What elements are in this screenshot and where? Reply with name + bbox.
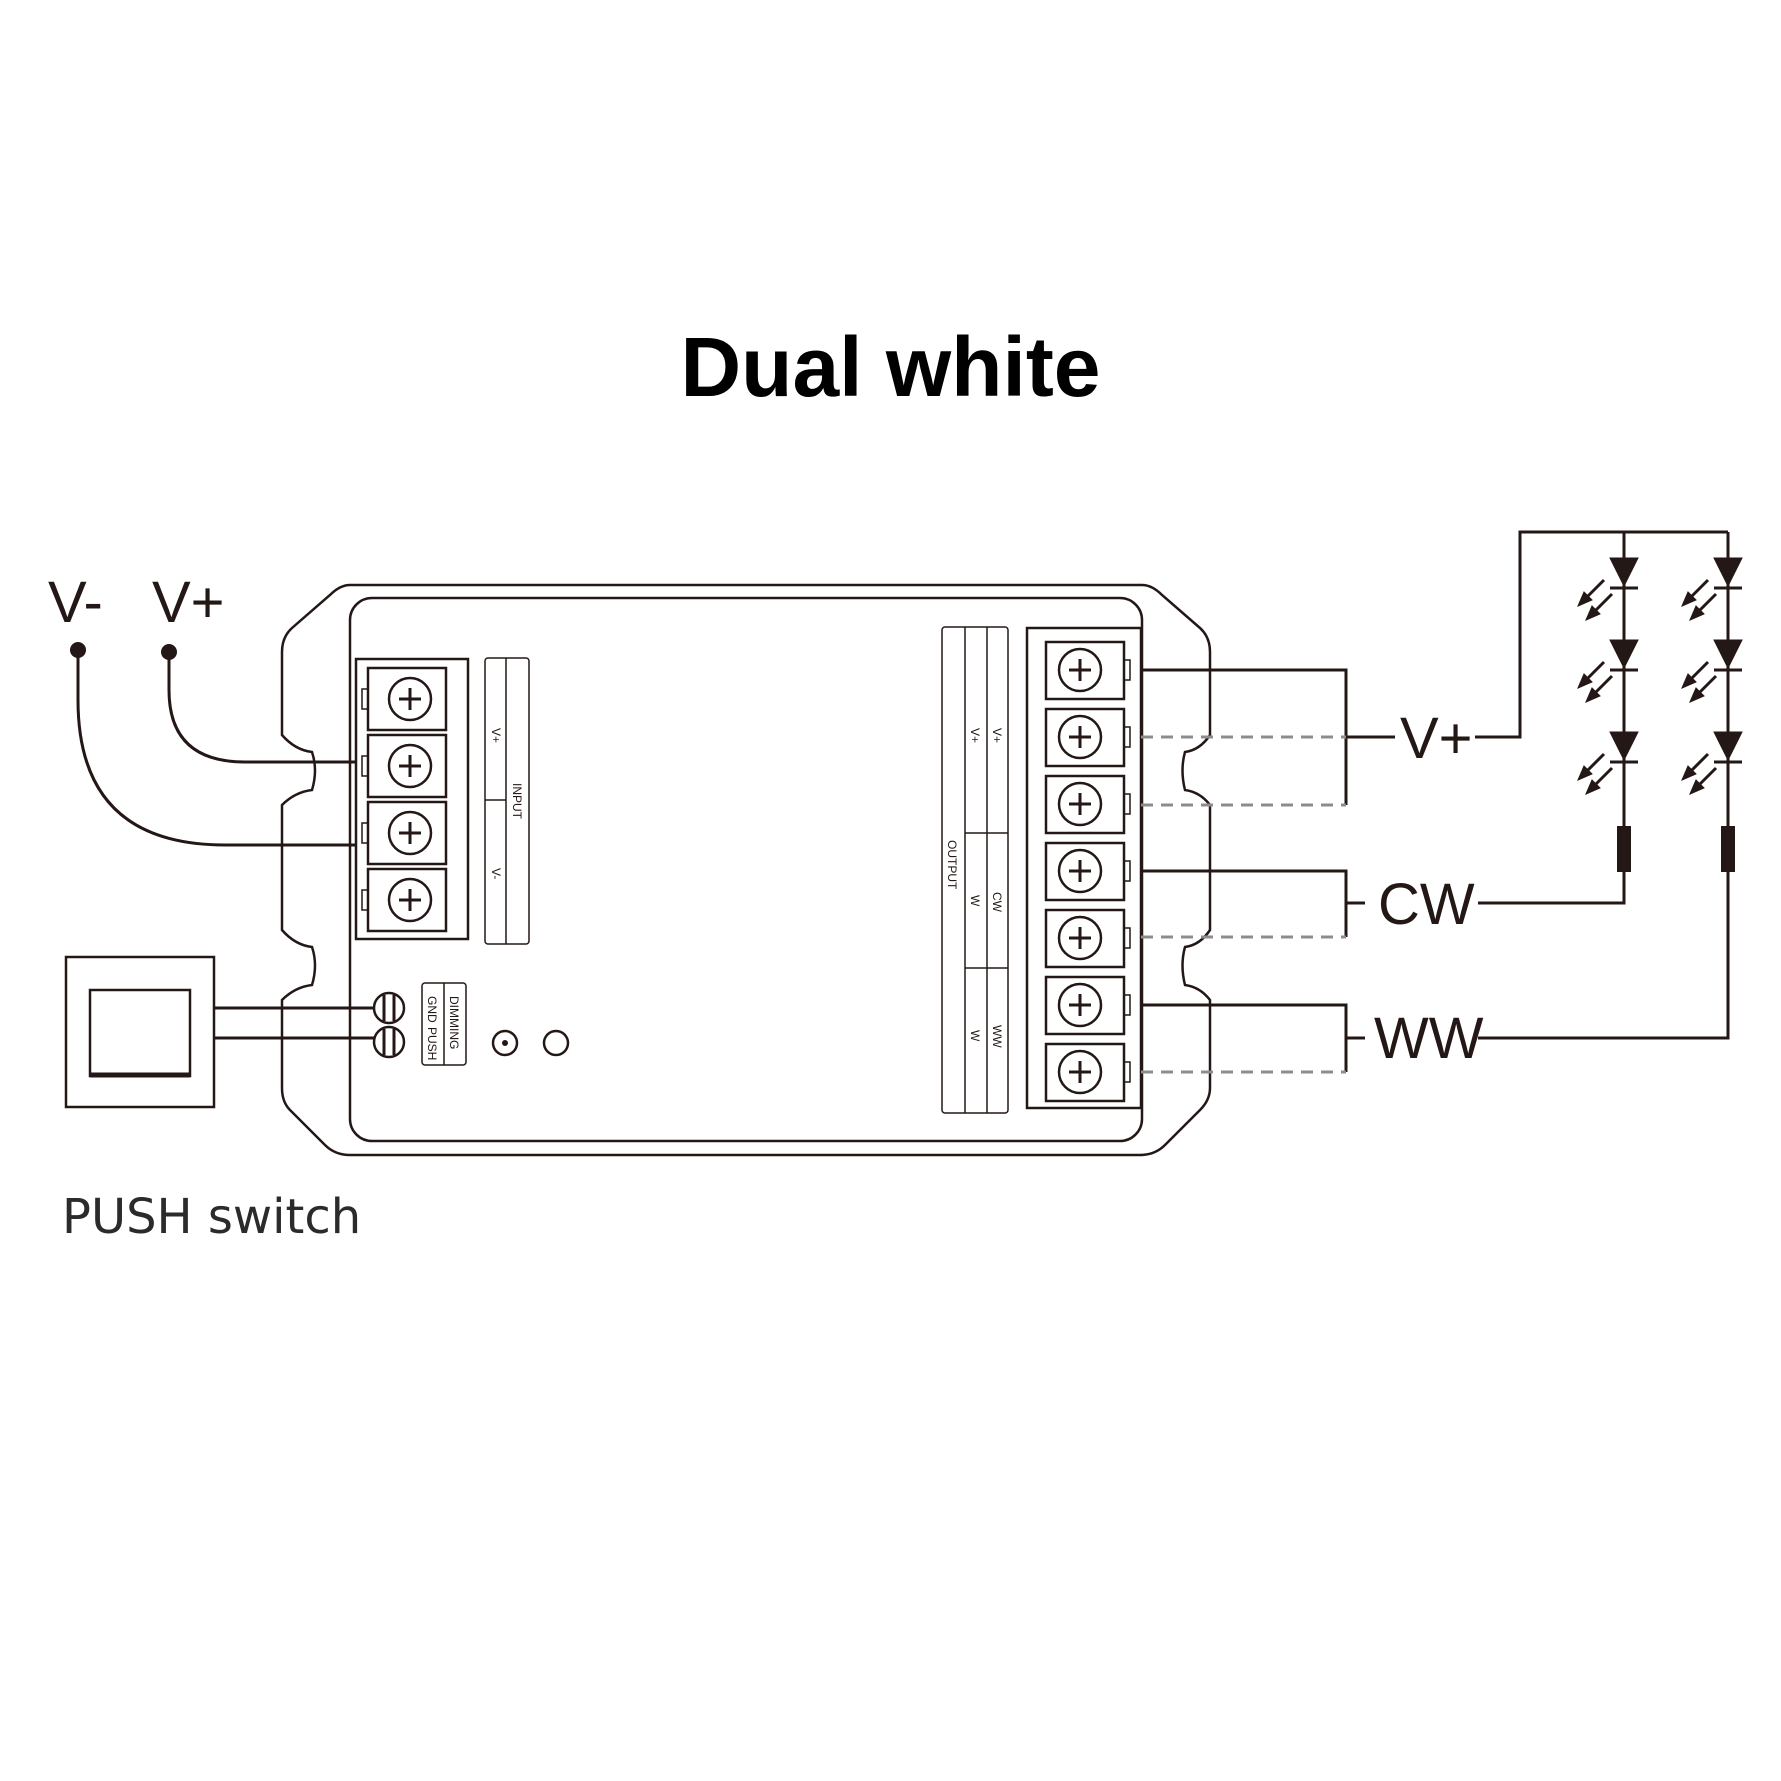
output-strip-ww: WW — [990, 1025, 1004, 1048]
screw-icon — [1057, 1049, 1103, 1095]
output-strip-vplus-2: V+ — [990, 728, 1004, 743]
led-diode-icon — [1577, 731, 1639, 795]
output-strip-w-2: W — [968, 1030, 982, 1042]
push-label: PUSH — [425, 1027, 439, 1060]
output-strip-title: OUTPUT — [945, 840, 959, 890]
led-diode-icon — [1681, 731, 1743, 795]
input-label-strip: V+ V- INPUT — [484, 657, 530, 945]
input-strip-title: INPUT — [510, 783, 524, 820]
screw-icon — [1057, 915, 1103, 961]
screw-icon — [387, 877, 433, 923]
output-cw-label: CW — [1378, 872, 1475, 937]
input-terminal-block — [354, 657, 470, 941]
output-terminal-block — [1025, 626, 1143, 1110]
resistor-icon — [1617, 826, 1631, 872]
screw-icon — [1057, 714, 1103, 760]
push-switch-icon — [64, 955, 216, 1109]
screw-icon — [1057, 781, 1103, 827]
screw-icon — [387, 743, 433, 789]
output-vplus-wire — [1141, 668, 1395, 805]
output-ww-label: WW — [1374, 1006, 1484, 1071]
screw-icon — [372, 991, 406, 1025]
input-strip-vminus: V- — [489, 868, 503, 879]
output-strip-w-1: W — [968, 895, 982, 907]
reset-button-icon — [542, 1029, 570, 1057]
resistor-icon — [1721, 826, 1735, 872]
screw-icon — [372, 1025, 406, 1059]
gnd-label: GND — [425, 996, 439, 1023]
output-vplus-label: V+ — [1400, 706, 1473, 771]
output-ww-wire — [1141, 1003, 1365, 1072]
input-vminus-wire — [76, 650, 356, 847]
led-diode-icon — [1577, 557, 1639, 621]
led-ww-return-wire — [1478, 872, 1730, 1040]
screw-icon — [1057, 848, 1103, 894]
screw-icon — [387, 676, 433, 722]
output-label-strip: OUTPUT V+ V+ W CW W WW — [941, 626, 1009, 1114]
input-vplus-label: V+ — [152, 570, 225, 635]
screw-icon — [1057, 982, 1103, 1028]
push-switch-label: PUSH switch — [62, 1189, 361, 1245]
output-cw-wire — [1141, 869, 1365, 937]
output-strip-cw: CW — [990, 892, 1004, 913]
led-diode-icon — [1681, 639, 1743, 703]
dimming-terminal: DIMMING GND PUSH — [372, 982, 467, 1066]
output-vplus-dashed-wire — [1141, 735, 1346, 807]
screw-icon — [1057, 647, 1103, 693]
input-vminus-label: V- — [48, 570, 103, 635]
led-diode-icon — [1681, 557, 1743, 621]
led-diode-icon — [1577, 639, 1639, 703]
screw-icon — [387, 810, 433, 856]
led-string-cw — [1577, 552, 1639, 872]
input-vplus-wire — [167, 652, 356, 764]
led-cw-return-wire — [1478, 872, 1626, 905]
diagram-title: Dual white — [680, 320, 1101, 414]
output-strip-vplus-1: V+ — [968, 728, 982, 743]
led-common-vplus-wire — [1475, 530, 1730, 739]
input-strip-vplus: V+ — [489, 728, 503, 743]
indicator-led-icon — [491, 1029, 519, 1057]
dimming-label: DIMMING — [447, 996, 461, 1049]
led-string-ww — [1681, 552, 1743, 872]
